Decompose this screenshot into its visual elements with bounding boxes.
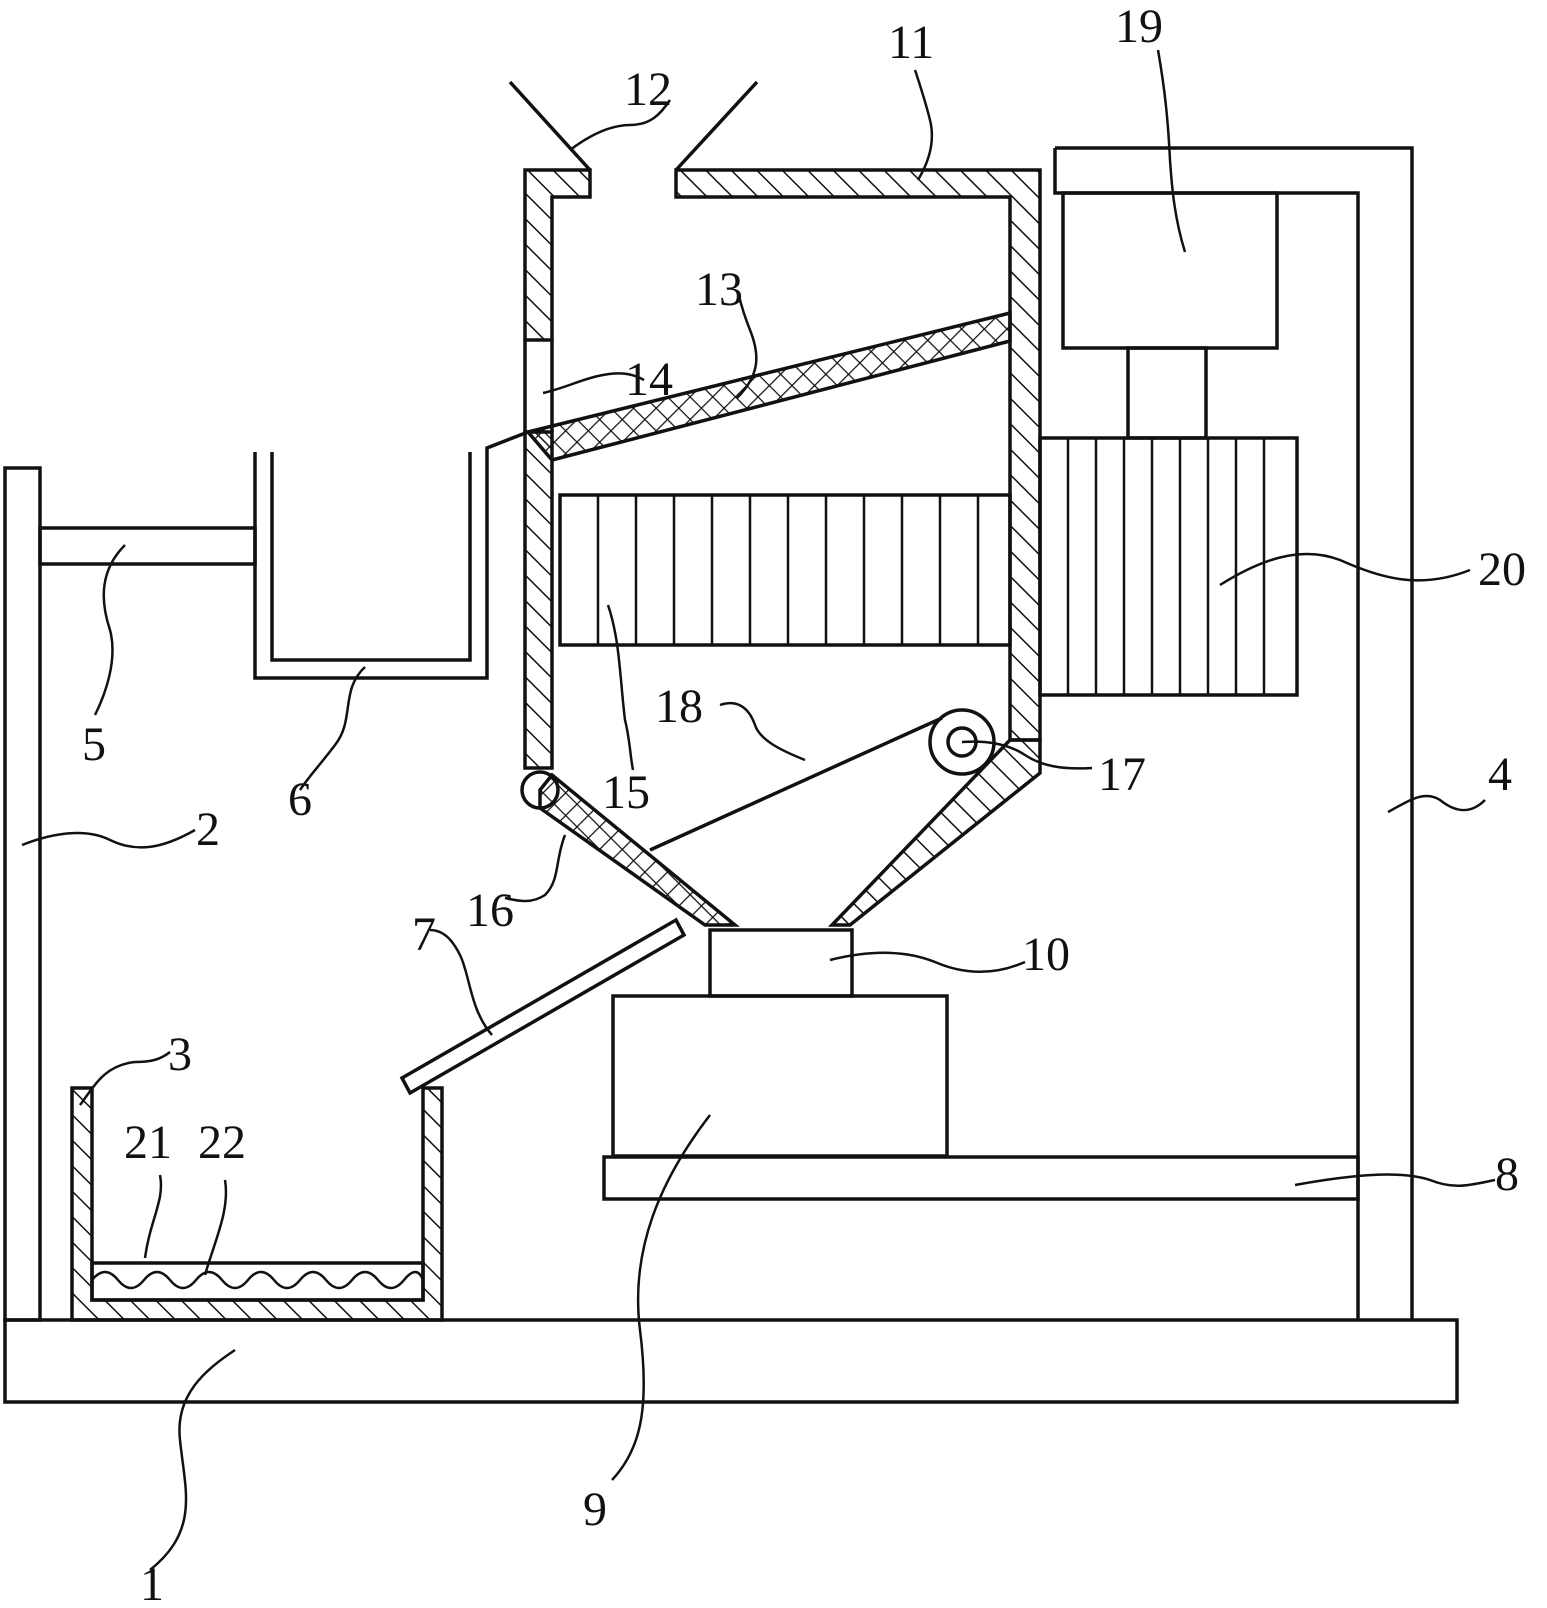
- label-10: 10: [1022, 928, 1070, 981]
- lower-screen: [538, 772, 740, 927]
- outlet-pipe: [708, 928, 854, 998]
- label-22: 22: [198, 1116, 246, 1169]
- label-13: 13: [695, 263, 743, 316]
- label-9: 9: [583, 1483, 607, 1536]
- horizontal-arm: [38, 526, 257, 566]
- inclined-screen: [524, 310, 1012, 462]
- label-17: 17: [1098, 748, 1146, 801]
- funnel-left: [508, 80, 592, 172]
- trough: [253, 430, 529, 680]
- label-5: 5: [82, 718, 106, 771]
- leader-lines: [21, 49, 1496, 1571]
- filter-bed: [90, 1261, 425, 1302]
- motor: [1061, 191, 1279, 350]
- funnel-right: [674, 80, 759, 172]
- housing-left-wall: [523, 430, 554, 770]
- label-16: 16: [466, 884, 514, 937]
- collection-box: [611, 994, 949, 1158]
- left-post: [3, 466, 42, 1322]
- motor-shaft: [1126, 346, 1208, 440]
- right-frame: [1053, 146, 1414, 1320]
- label-19: 19: [1115, 0, 1163, 53]
- label-21: 21: [124, 1116, 172, 1169]
- label-7: 7: [412, 908, 436, 961]
- label-6: 6: [288, 773, 312, 826]
- label-12: 12: [624, 63, 672, 116]
- right-gear-lines: [1066, 438, 1266, 695]
- label-3: 3: [168, 1028, 192, 1081]
- base-plate: [3, 1318, 1459, 1404]
- support-shelf: [602, 1155, 1360, 1201]
- label-20: 20: [1478, 543, 1526, 596]
- label-14: 14: [625, 353, 673, 406]
- label-1: 1: [140, 1558, 164, 1608]
- chute: [399, 917, 687, 1096]
- wavy-spring: [91, 1270, 425, 1290]
- label-4: 4: [1488, 748, 1512, 801]
- label-15: 15: [602, 766, 650, 819]
- flap-plate: [649, 716, 943, 852]
- label-11: 11: [888, 16, 934, 69]
- label-8: 8: [1495, 1148, 1519, 1201]
- grinding-lines: [596, 495, 980, 645]
- container: [70, 1086, 444, 1322]
- lower-right-wall: [827, 738, 1042, 927]
- label-2: 2: [196, 803, 220, 856]
- left-pivot: [520, 770, 560, 810]
- label-18: 18: [655, 680, 703, 733]
- housing-top-left: [523, 168, 592, 342]
- housing-top-right: [674, 168, 1042, 742]
- right-gear-block: [1038, 436, 1299, 697]
- grinding-block: [558, 493, 1012, 647]
